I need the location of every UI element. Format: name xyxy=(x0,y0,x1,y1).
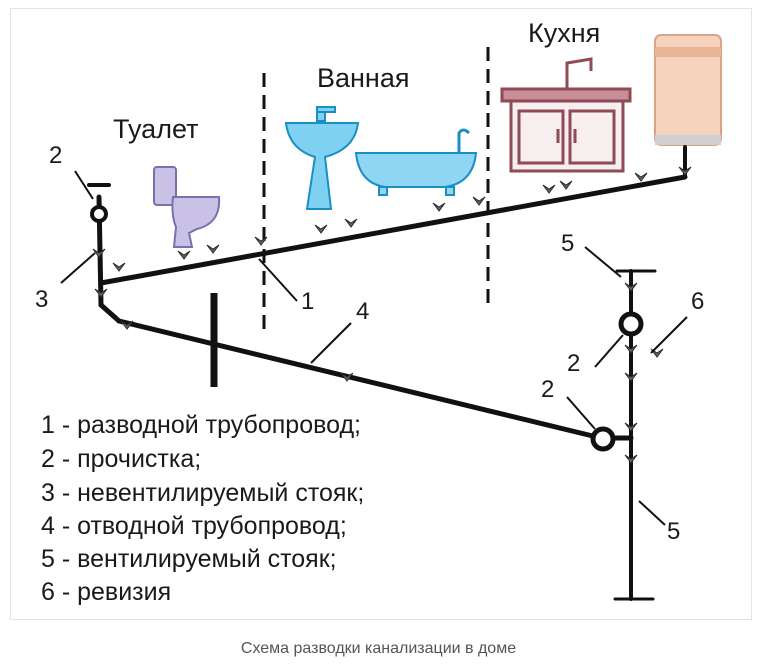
fitting xyxy=(432,202,446,212)
callout-5-top: 5 xyxy=(561,230,574,257)
fitting xyxy=(624,344,638,354)
legend-item-5: 5 - вентилируемый стояк; xyxy=(41,545,337,573)
callout-2-top: 2 xyxy=(49,142,62,169)
legend-item-3: 3 - невентилируемый стояк; xyxy=(41,479,364,507)
room-label-bathroom: Ванная xyxy=(317,63,409,93)
kitchen-cabinet-fixture xyxy=(500,57,632,173)
diagram-frame: Туалет Ванная Кухня xyxy=(10,8,752,620)
fitting xyxy=(559,180,573,190)
cleanout-riser-5 xyxy=(618,311,644,337)
fitting xyxy=(624,422,638,432)
legend-item-6: 6 - ревизия xyxy=(41,578,171,606)
fitting xyxy=(678,166,692,176)
legend-item-1: 1 - разводной трубопровод; xyxy=(41,411,361,439)
legend: 1 - разводной трубопровод; 2 - прочистка… xyxy=(41,411,364,606)
fitting xyxy=(94,288,108,298)
fitting xyxy=(634,172,648,182)
fitting xyxy=(624,372,638,382)
fitting xyxy=(344,218,358,228)
callout-2-mid: 2 xyxy=(567,350,580,377)
callout-2-low: 2 xyxy=(541,376,554,403)
callout-6: 6 xyxy=(691,288,704,315)
fitting xyxy=(120,320,134,330)
room-label-toilet: Туалет xyxy=(113,114,198,144)
fitting xyxy=(206,244,220,254)
pipe-fittings xyxy=(90,166,692,464)
fitting xyxy=(314,224,328,234)
fitting xyxy=(92,248,106,258)
toilet-fixture xyxy=(153,166,221,248)
fitting xyxy=(254,236,268,246)
washbasin-fixture xyxy=(284,106,360,210)
callout-5-bottom: 5 xyxy=(667,518,680,545)
distribution-pipe xyxy=(98,174,688,286)
fitting xyxy=(624,454,638,464)
water-heater-fixture xyxy=(654,34,722,146)
fitting xyxy=(542,184,556,194)
room-label-kitchen: Кухня xyxy=(528,18,600,48)
legend-item-4: 4 - отводной трубопровод; xyxy=(41,512,347,540)
fitting xyxy=(472,196,486,206)
fitting xyxy=(340,372,354,382)
callout-3: 3 xyxy=(35,286,48,313)
fitting xyxy=(177,250,191,260)
cleanout-outlet xyxy=(590,426,616,452)
cleanout-riser-3 xyxy=(90,205,108,223)
bathtub-fixture xyxy=(354,128,478,196)
fitting xyxy=(112,262,126,272)
legend-item-2: 2 - прочистка; xyxy=(41,445,201,473)
outlet-pipe xyxy=(98,302,122,324)
fitting xyxy=(624,282,638,292)
callout-1: 1 xyxy=(301,288,314,315)
image-caption: Схема разводки канализации в доме xyxy=(240,640,517,657)
callout-4: 4 xyxy=(356,298,369,325)
leader-lines xyxy=(60,170,688,526)
plumbing-diagram: Туалет Ванная Кухня xyxy=(35,18,722,606)
outlet-pipe-main xyxy=(116,318,604,441)
